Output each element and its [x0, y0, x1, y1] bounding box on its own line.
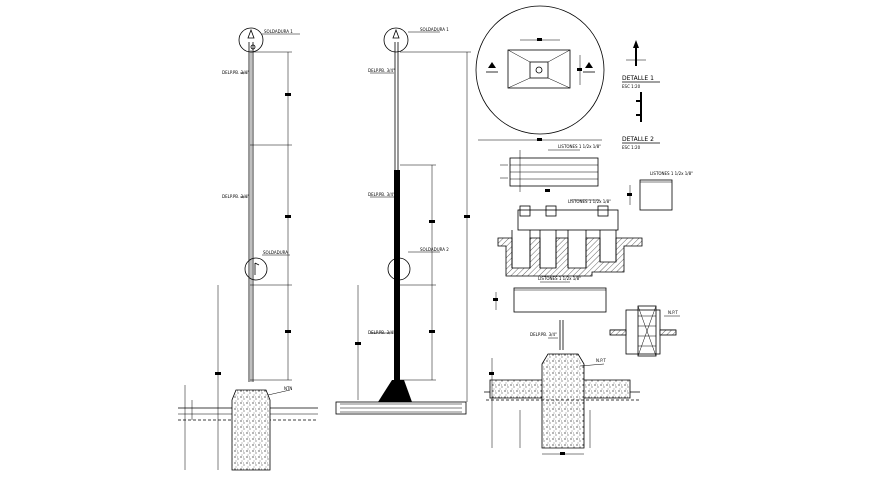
- angle-detail: LISTONES 1 1/2x 1/8": [627, 171, 693, 211]
- pole-elevation-2: SOLDADURA 1 DELP.PB. 3/4" DELP.PB. 3/4" …: [335, 27, 471, 415]
- svg-text:DELP.PB. 3/4": DELP.PB. 3/4": [530, 332, 557, 337]
- svg-text:DELP.PB. 3/4": DELP.PB. 3/4": [368, 330, 395, 335]
- detail-1: DETALLE 1 ESC 1:20: [622, 40, 660, 89]
- plan-circle: [475, 5, 605, 135]
- detail-2: DETALLE 2 ESC 1:20: [622, 92, 660, 150]
- svg-text:SOLDADURA 2: SOLDADURA 2: [420, 247, 449, 252]
- svg-text:SOLDADURA 1: SOLDADURA 1: [420, 27, 449, 32]
- svg-text:LISTONES 1 1/2x 1/8": LISTONES 1 1/2x 1/8": [558, 144, 601, 149]
- svg-text:LISTONES 1 1/2x 1/8": LISTONES 1 1/2x 1/8": [568, 199, 611, 204]
- svg-text:DELP.PB. 3/4": DELP.PB. 3/4": [368, 68, 395, 73]
- detail-1-title: DETALLE 1: [622, 75, 654, 82]
- detail-callout-circle: [383, 27, 409, 53]
- detail-2-title: DETALLE 2: [622, 136, 654, 143]
- detail-callout-circle: [387, 257, 411, 281]
- rebar-cage-detail: N.P.T: [609, 305, 680, 357]
- svg-text:DELP.PB. 3/4": DELP.PB. 3/4": [222, 194, 249, 199]
- svg-text:SOLDADURA 1: SOLDADURA 1: [264, 29, 293, 34]
- svg-text:SOLDADURA: SOLDADURA: [263, 250, 288, 255]
- base-plan-view: [475, 5, 605, 141]
- pole-elevation-1: DELP.PB. 3/4" DELP.PB. 3/4" SOLDADURA 1 …: [178, 27, 318, 471]
- svg-text:LISTONES 1 1/2x 1/8": LISTONES 1 1/2x 1/8": [650, 171, 693, 176]
- svg-text:DELP.PB. 3/4": DELP.PB. 3/4": [222, 70, 249, 75]
- foundation-section: DELP.PB. 3/4" N.P.T: [484, 320, 640, 455]
- svg-text:N.P.T: N.P.T: [668, 310, 678, 315]
- bar-arrangement: LISTONES 1 1/2x 1/8": [500, 144, 601, 192]
- svg-text:ESC 1:20: ESC 1:20: [622, 145, 641, 150]
- svg-text:N.P.T: N.P.T: [596, 358, 606, 363]
- trench-section: LISTONES 1 1/2x 1/8": [497, 199, 643, 277]
- svg-text:DELP.PB. 3/4": DELP.PB. 3/4": [368, 192, 395, 197]
- svg-text:ESC 1:20: ESC 1:20: [622, 84, 641, 89]
- detail-callout-circle: [238, 27, 264, 53]
- curb-elevation: LISTONES 1 1/2x 1/8": [493, 276, 607, 313]
- svg-text:NTN: NTN: [284, 386, 292, 391]
- svg-text:LISTONES 1 1/2x 1/8": LISTONES 1 1/2x 1/8": [538, 276, 581, 281]
- detail-callout-circle: [244, 257, 268, 281]
